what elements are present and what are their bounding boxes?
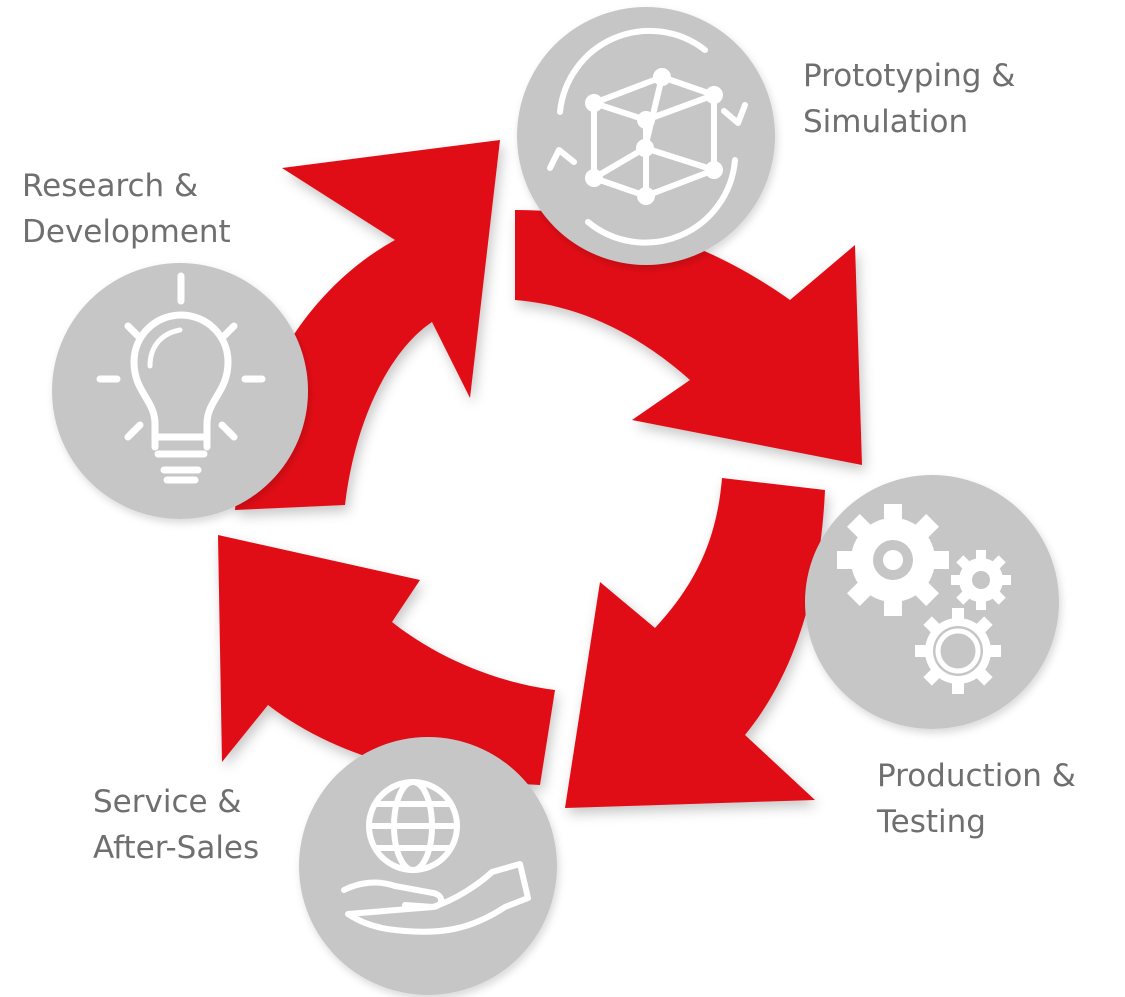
stage-research [52,263,308,519]
stage-circle-production [805,475,1059,729]
label-production-line1: Production & [877,758,1076,794]
label-service-line1: Service & [93,784,242,820]
label-production: Production & Testing [876,758,1086,840]
label-research: Research & Development [22,168,231,250]
globe-hand-icon [341,779,531,935]
label-research-line2: Development [22,214,231,250]
label-research-line1: Research & [22,168,198,204]
label-prototyping-line2: Simulation [803,104,968,140]
stage-circle-research [52,263,308,519]
label-prototyping: Prototyping & Simulation [803,58,1025,140]
cycle-arrow-production-to-service [565,478,825,808]
label-prototyping-line1: Prototyping & [803,58,1015,94]
cube-rotate-icon [547,27,748,246]
label-production-line2: Testing [876,804,986,840]
label-service-line2: After-Sales [93,830,259,866]
stage-production [805,475,1059,729]
gears-icon [837,504,1011,694]
stage-service [299,737,557,995]
cycle-arrow-service-to-research [218,535,555,785]
cycle-arrow-prototyping-to-production [515,210,862,465]
lightbulb-icon [96,272,266,484]
label-service: Service & After-Sales [93,784,259,866]
stage-prototyping [517,7,775,265]
